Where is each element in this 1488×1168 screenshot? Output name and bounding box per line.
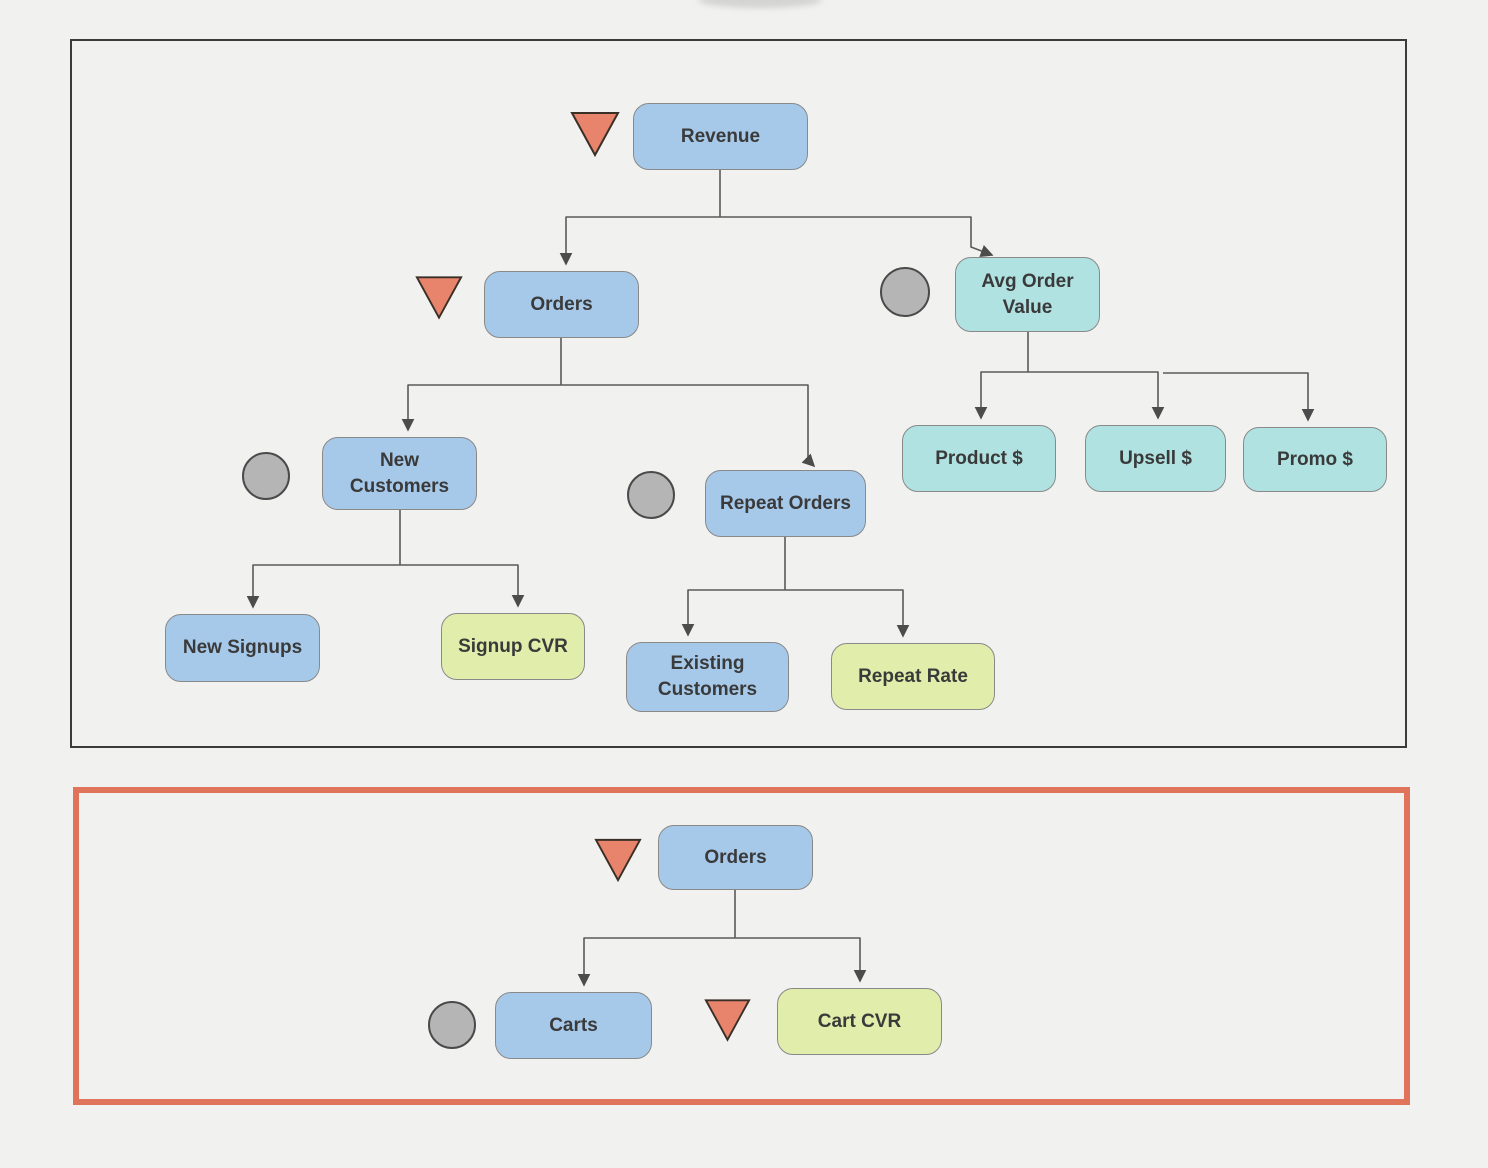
node-label: Existing Customers — [657, 653, 758, 700]
node-new-customers[interactable]: New Customers — [322, 437, 477, 510]
node-label: Revenue — [680, 125, 761, 147]
node-signup-cvr[interactable]: Signup CVR — [441, 613, 585, 680]
down-triangle-icon[interactable] — [593, 837, 643, 883]
node-label: Repeat Rate — [858, 665, 968, 687]
node-cart-cvr[interactable]: Cart CVR — [777, 988, 942, 1055]
node-label: Avg Order Value — [981, 270, 1074, 318]
circle-icon[interactable] — [880, 267, 930, 317]
node-new-signups[interactable]: New Signups — [165, 614, 320, 682]
orders-tree-frame[interactable] — [73, 787, 1410, 1105]
node-label: Signup CVR — [458, 635, 568, 657]
node-label: Orders — [704, 846, 767, 868]
node-orders[interactable]: Orders — [484, 271, 639, 338]
offscreen-toolbar-shadow — [698, 0, 822, 8]
node-orders-bottom[interactable]: Orders — [658, 825, 813, 890]
node-label: Orders — [530, 293, 593, 315]
circle-icon[interactable] — [242, 452, 290, 500]
down-triangle-icon[interactable] — [570, 110, 620, 158]
node-avg-order-value[interactable]: Avg Order Value — [955, 257, 1100, 332]
node-label: New Customers — [349, 449, 450, 497]
node-label: Cart CVR — [817, 1010, 902, 1032]
node-label: Repeat Orders — [720, 492, 851, 514]
node-label: Upsell $ — [1119, 447, 1192, 469]
node-label: Product $ — [935, 447, 1023, 469]
node-existing-customers[interactable]: Existing Customers — [626, 642, 789, 712]
node-repeat-orders[interactable]: Repeat Orders — [705, 470, 866, 537]
node-upsell-dollars[interactable]: Upsell $ — [1085, 425, 1226, 492]
node-revenue[interactable]: Revenue — [633, 103, 808, 170]
node-promo-dollars[interactable]: Promo $ — [1243, 427, 1387, 492]
node-label: New Signups — [182, 637, 303, 659]
circle-icon[interactable] — [627, 471, 675, 519]
down-triangle-icon[interactable] — [704, 997, 751, 1043]
down-triangle-icon[interactable] — [415, 274, 463, 321]
revenue-tree-frame[interactable] — [70, 39, 1407, 748]
node-label: Carts — [549, 1014, 598, 1036]
node-repeat-rate[interactable]: Repeat Rate — [831, 643, 995, 710]
circle-icon[interactable] — [428, 1001, 476, 1049]
node-carts[interactable]: Carts — [495, 992, 652, 1059]
node-product-dollars[interactable]: Product $ — [902, 425, 1056, 492]
node-label: Promo $ — [1276, 448, 1354, 470]
